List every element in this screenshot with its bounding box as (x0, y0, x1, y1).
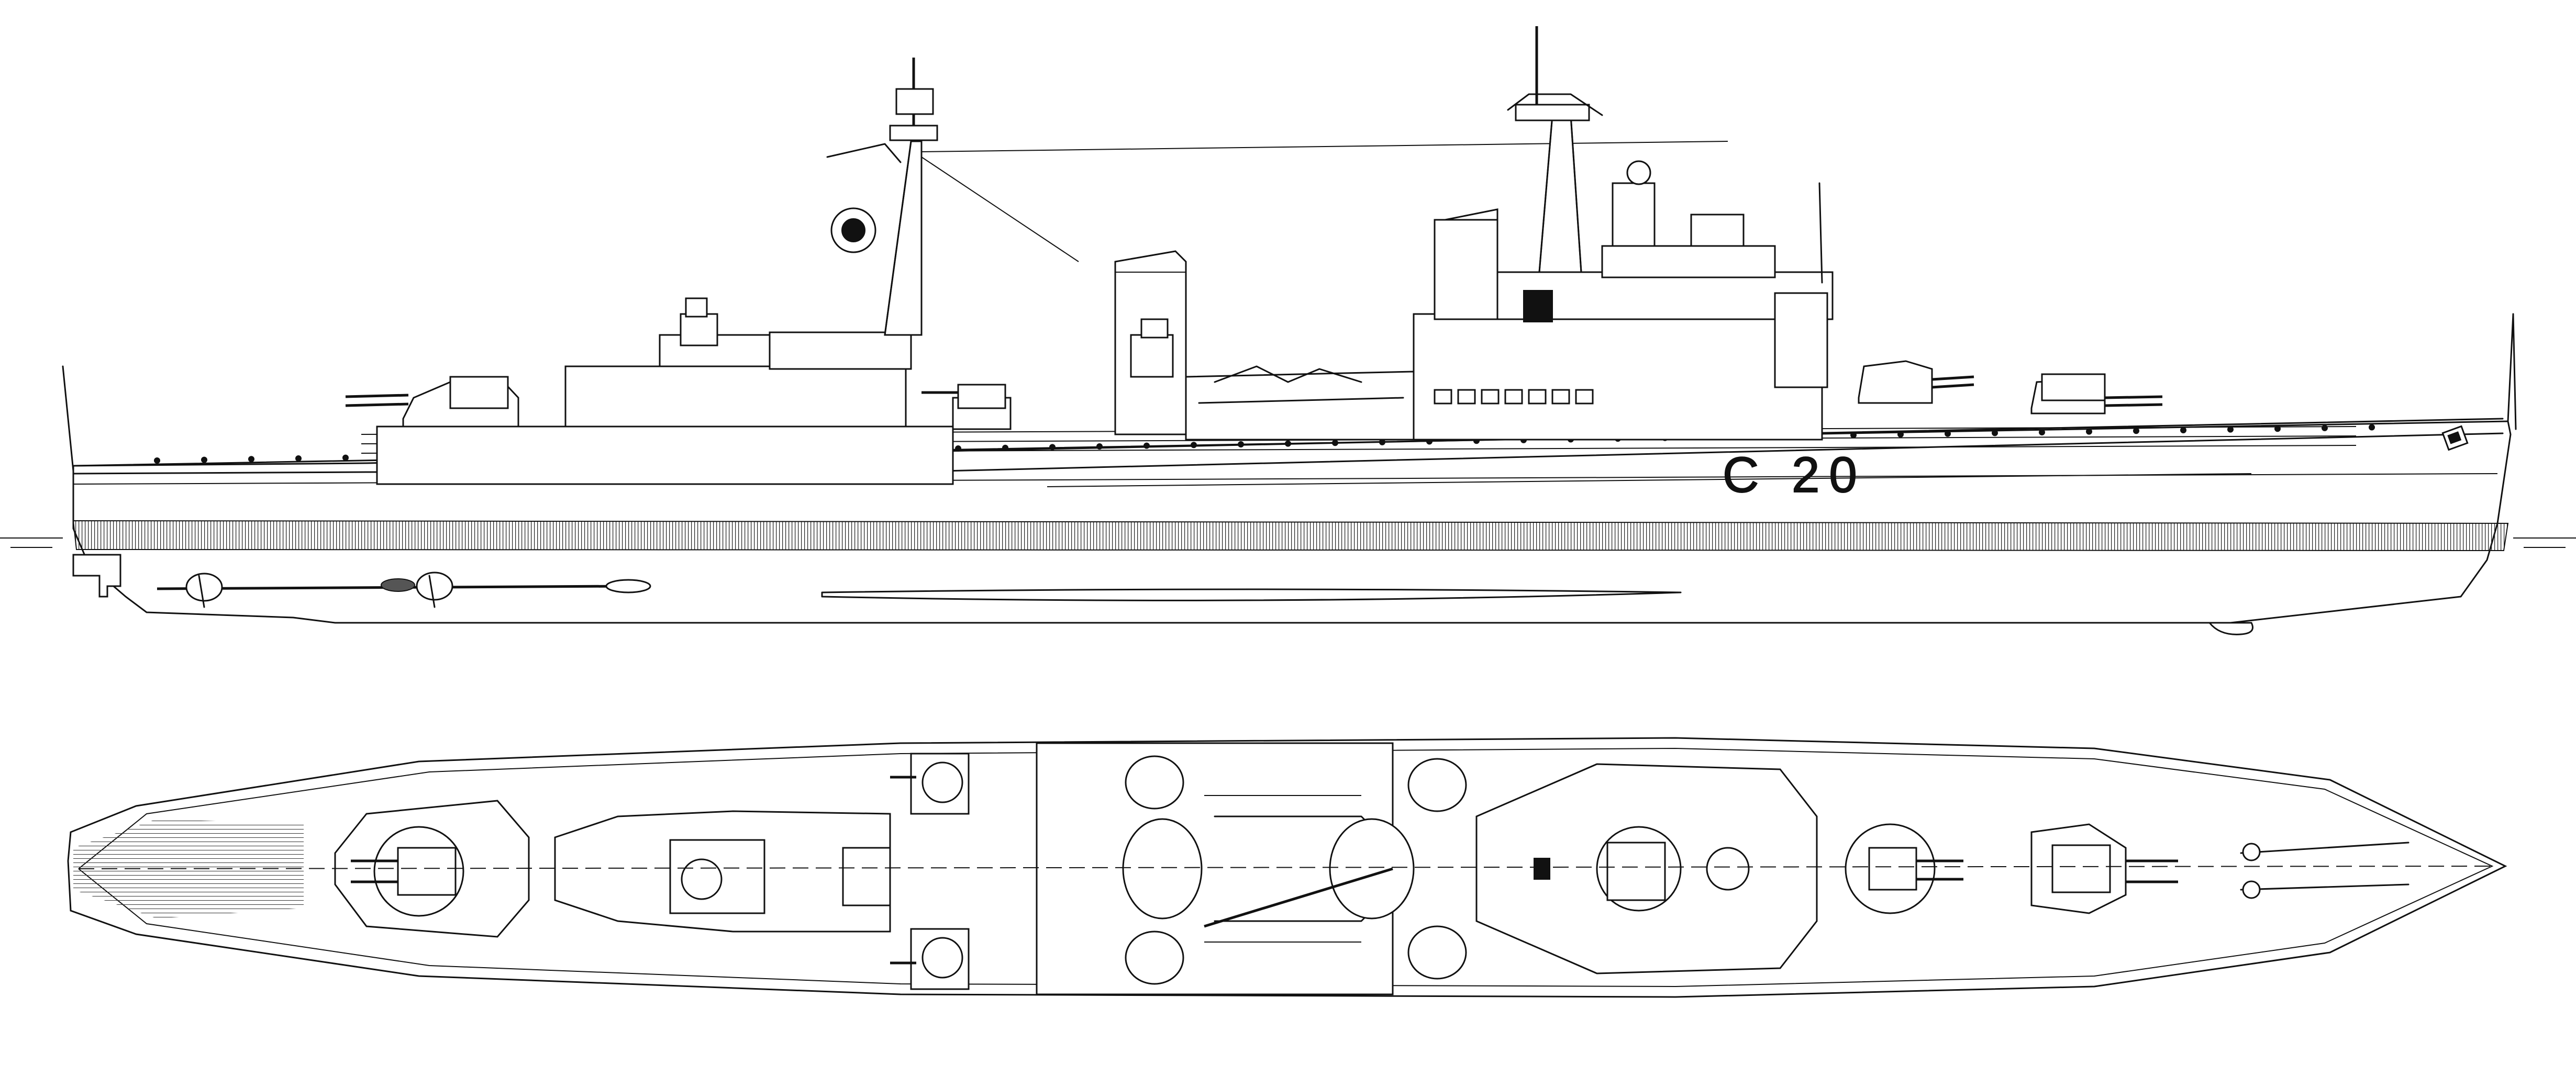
propeller-outer (185, 573, 223, 602)
forward-superstructure (1413, 208, 1834, 441)
propeller-inner (416, 571, 453, 601)
porthole (2274, 425, 2281, 432)
porthole (1191, 442, 1197, 449)
superstructure-window (1528, 389, 1547, 405)
waterline-marks (0, 537, 2576, 548)
porthole (2322, 424, 2328, 431)
porthole (1850, 432, 1857, 439)
midships-plan (1036, 742, 1415, 995)
fwd-mount-b-plan (1845, 823, 1963, 914)
twin-mount-stbd-aft (890, 928, 970, 990)
anchor-chains-plan (2240, 842, 2410, 899)
superstructure-window (1457, 389, 1476, 405)
fwd-turret-a-plan (2030, 823, 2178, 914)
porthole (1285, 440, 1291, 447)
twin-mount-port-aft (890, 753, 970, 815)
aft-director (680, 297, 718, 346)
main-lattice-mast (826, 58, 1728, 336)
fwd-gun-mount-b (1858, 360, 1974, 404)
superstructure-window (1575, 389, 1594, 405)
plan-view (67, 737, 2507, 998)
rudder (72, 554, 121, 598)
porthole (1332, 440, 1338, 446)
pennant-number: C 20 (1723, 447, 1867, 503)
porthole (1945, 430, 1951, 437)
bridge-plan (1475, 763, 1818, 974)
porthole (1002, 444, 1008, 451)
fwd-mount-small (921, 384, 1006, 409)
porthole (2180, 427, 2186, 433)
porthole (2133, 428, 2139, 434)
porthole (955, 445, 961, 452)
porthole (2227, 426, 2234, 433)
porthole (1049, 444, 1056, 451)
fore-lattice-mast (1507, 26, 1745, 273)
profile-view: C 20 (0, 26, 2576, 635)
aft-deckhouse-plan (554, 810, 891, 933)
porthole (1992, 430, 1998, 436)
superstructure-window (1481, 389, 1500, 405)
porthole (2039, 429, 2045, 435)
porthole (2369, 424, 2375, 431)
porthole (2086, 428, 2092, 435)
bridge-windows (1434, 389, 1594, 405)
boot-topping-band (72, 520, 2509, 552)
sonar-dome (2207, 622, 2253, 635)
porthole (154, 457, 160, 464)
hawse-anchor (2441, 425, 2469, 451)
porthole (201, 456, 207, 463)
fwd-gun-turret-a (2030, 373, 2163, 414)
aft-superstructure (376, 331, 954, 485)
aft-gun-turret (345, 376, 519, 428)
superstructure-window (1434, 389, 1452, 405)
porthole (1096, 443, 1103, 450)
porthole (1238, 441, 1244, 447)
superstructure-window (1504, 389, 1523, 405)
boats-plan (1125, 755, 1467, 985)
porthole (1143, 442, 1150, 449)
porthole (295, 455, 302, 462)
porthole (1897, 431, 1904, 438)
porthole (248, 456, 254, 463)
superstructure-window (1551, 389, 1570, 405)
porthole (342, 454, 349, 461)
